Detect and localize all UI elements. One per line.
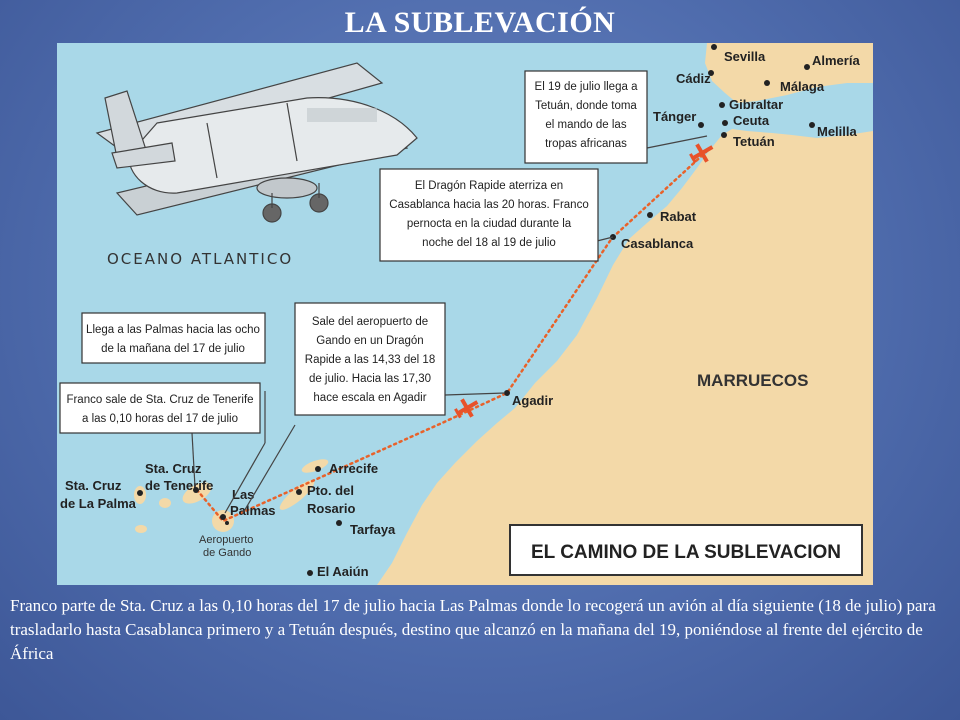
label-pto-rosario-1: Pto. del: [307, 483, 354, 498]
label-cadiz: Cádiz: [676, 71, 711, 86]
city-dot-cadiz: [708, 70, 714, 76]
island-hierro: [135, 525, 147, 533]
map-text: noche del 18 al 19 de julio: [422, 237, 556, 249]
label-gando-2: de Gando: [203, 547, 251, 559]
map-text: Franco sale de Sta. Cruz de Tenerife: [66, 394, 253, 406]
slide-title: LA SUBLEVACIÓN: [344, 6, 616, 39]
label-gibraltar: Gibraltar: [729, 97, 783, 112]
city-dot-malaga: [764, 80, 770, 86]
map-text: Llega a las Palmas hacia las ocho: [86, 324, 260, 336]
callout-gando: Sale del aeropuerto de Gando en un Dragó…: [294, 302, 446, 416]
label-el-aaiun: El Aaiún: [317, 564, 369, 579]
label-sevilla: Sevilla: [724, 49, 766, 64]
city-dot-pto-rosario: [296, 489, 302, 495]
city-dot-gibraltar: [719, 102, 725, 108]
city-dot-ceuta: [722, 120, 728, 126]
route-map: Sevilla Almería Cádiz Málaga Gibraltar T…: [57, 43, 873, 585]
label-ceuta: Ceuta: [733, 113, 770, 128]
map-text: El Dragón Rapide aterriza en: [415, 180, 563, 192]
label-tanger: Tánger: [653, 109, 696, 124]
country-label: MARRUECOS: [697, 371, 808, 390]
map-text: Casablanca hacia las 20 horas. Franco: [389, 199, 588, 211]
map-text: EL CAMINO DE LA SUBLEVACION: [531, 542, 841, 563]
city-dot-rabat: [647, 212, 653, 218]
map-text: de julio. Hacia las 17,30: [309, 373, 431, 385]
label-agadir: Agadir: [512, 393, 553, 408]
map-text: tropas africanas: [545, 138, 627, 150]
city-dot-el-aaiun: [307, 570, 313, 576]
callout-casablanca: El Dragón Rapide aterriza en Casablanca …: [379, 168, 599, 262]
dragon-rapide-illustration: [95, 62, 418, 223]
plane-marker-tetuan: [689, 143, 714, 164]
city-dot-tanger: [698, 122, 704, 128]
city-dot-almeria: [804, 64, 810, 70]
africa-land: [377, 129, 873, 585]
label-casablanca: Casablanca: [621, 236, 694, 251]
map-text: Tetuán, donde toma: [535, 100, 637, 112]
island-tenerife: [182, 482, 212, 504]
label-sta-cruz-tenerife-2: de Tenerife: [145, 478, 213, 493]
island-lanzarote: [301, 459, 329, 473]
label-sta-cruz-tenerife-1: Sta. Cruz: [145, 461, 202, 476]
ocean-label: OCEANO ATLANTICO: [107, 250, 293, 268]
label-sta-cruz-palma-2: de La Palma: [60, 496, 137, 511]
island-gomera: [159, 498, 171, 508]
map-text: El 19 de julio llega a: [535, 81, 639, 93]
city-dot-tetuan: [721, 132, 727, 138]
label-gando-1: Aeropuerto: [199, 534, 253, 546]
map-banner: EL CAMINO DE LA SUBLEVACION: [509, 524, 863, 576]
label-sta-cruz-palma-1: Sta. Cruz: [65, 478, 122, 493]
map-text: a las 0,10 horas del 17 de julio: [82, 413, 238, 425]
caption-text: Franco parte de Sta. Cruz a las 0,10 hor…: [10, 596, 936, 663]
city-dot-sta-cruz-tenerife: [193, 487, 199, 493]
city-dot-sevilla: [711, 44, 717, 50]
map-text: Gando en un Dragón: [316, 335, 423, 347]
callout-tenerife: Franco sale de Sta. Cruz de Tenerife a l…: [59, 382, 261, 434]
label-rabat: Rabat: [660, 209, 697, 224]
city-dot-tarfaya: [336, 520, 342, 526]
callout-las-palmas: Llega a las Palmas hacia las ocho de la …: [81, 312, 266, 364]
map-text: el mando de las: [545, 119, 626, 131]
label-melilla: Melilla: [817, 124, 858, 139]
label-las-palmas-2: Palmas: [230, 503, 276, 518]
label-arrecife: Arrecife: [329, 461, 378, 476]
label-malaga: Málaga: [780, 79, 825, 94]
map-text: Sale del aeropuerto de: [312, 316, 428, 328]
map-text: de la mañana del 17 de julio: [101, 343, 245, 355]
city-dot-agadir: [504, 390, 510, 396]
map-text: pernocta en la ciudad durante la: [407, 218, 572, 230]
city-dot-sta-cruz-palma: [137, 490, 143, 496]
plane-marker-atlantic: [454, 398, 479, 419]
label-almeria: Almería: [812, 53, 860, 68]
city-dot-gando: [225, 521, 229, 525]
flight-route: [195, 149, 709, 523]
city-dot-arrecife: [315, 466, 321, 472]
city-dot-melilla: [809, 122, 815, 128]
map-text: Rapide a las 14,33 del 18: [305, 354, 435, 366]
island-fuerteventura: [279, 480, 315, 510]
city-dot-las-palmas: [220, 514, 226, 520]
label-tarfaya: Tarfaya: [350, 522, 396, 537]
label-tetuan: Tetuán: [733, 134, 775, 149]
callout-tetuan: El 19 de julio llega a Tetuán, donde tom…: [524, 70, 648, 164]
map-text: hace escala en Agadir: [313, 392, 426, 404]
label-pto-rosario-2: Rosario: [307, 501, 355, 516]
iberia-land: [705, 43, 873, 103]
